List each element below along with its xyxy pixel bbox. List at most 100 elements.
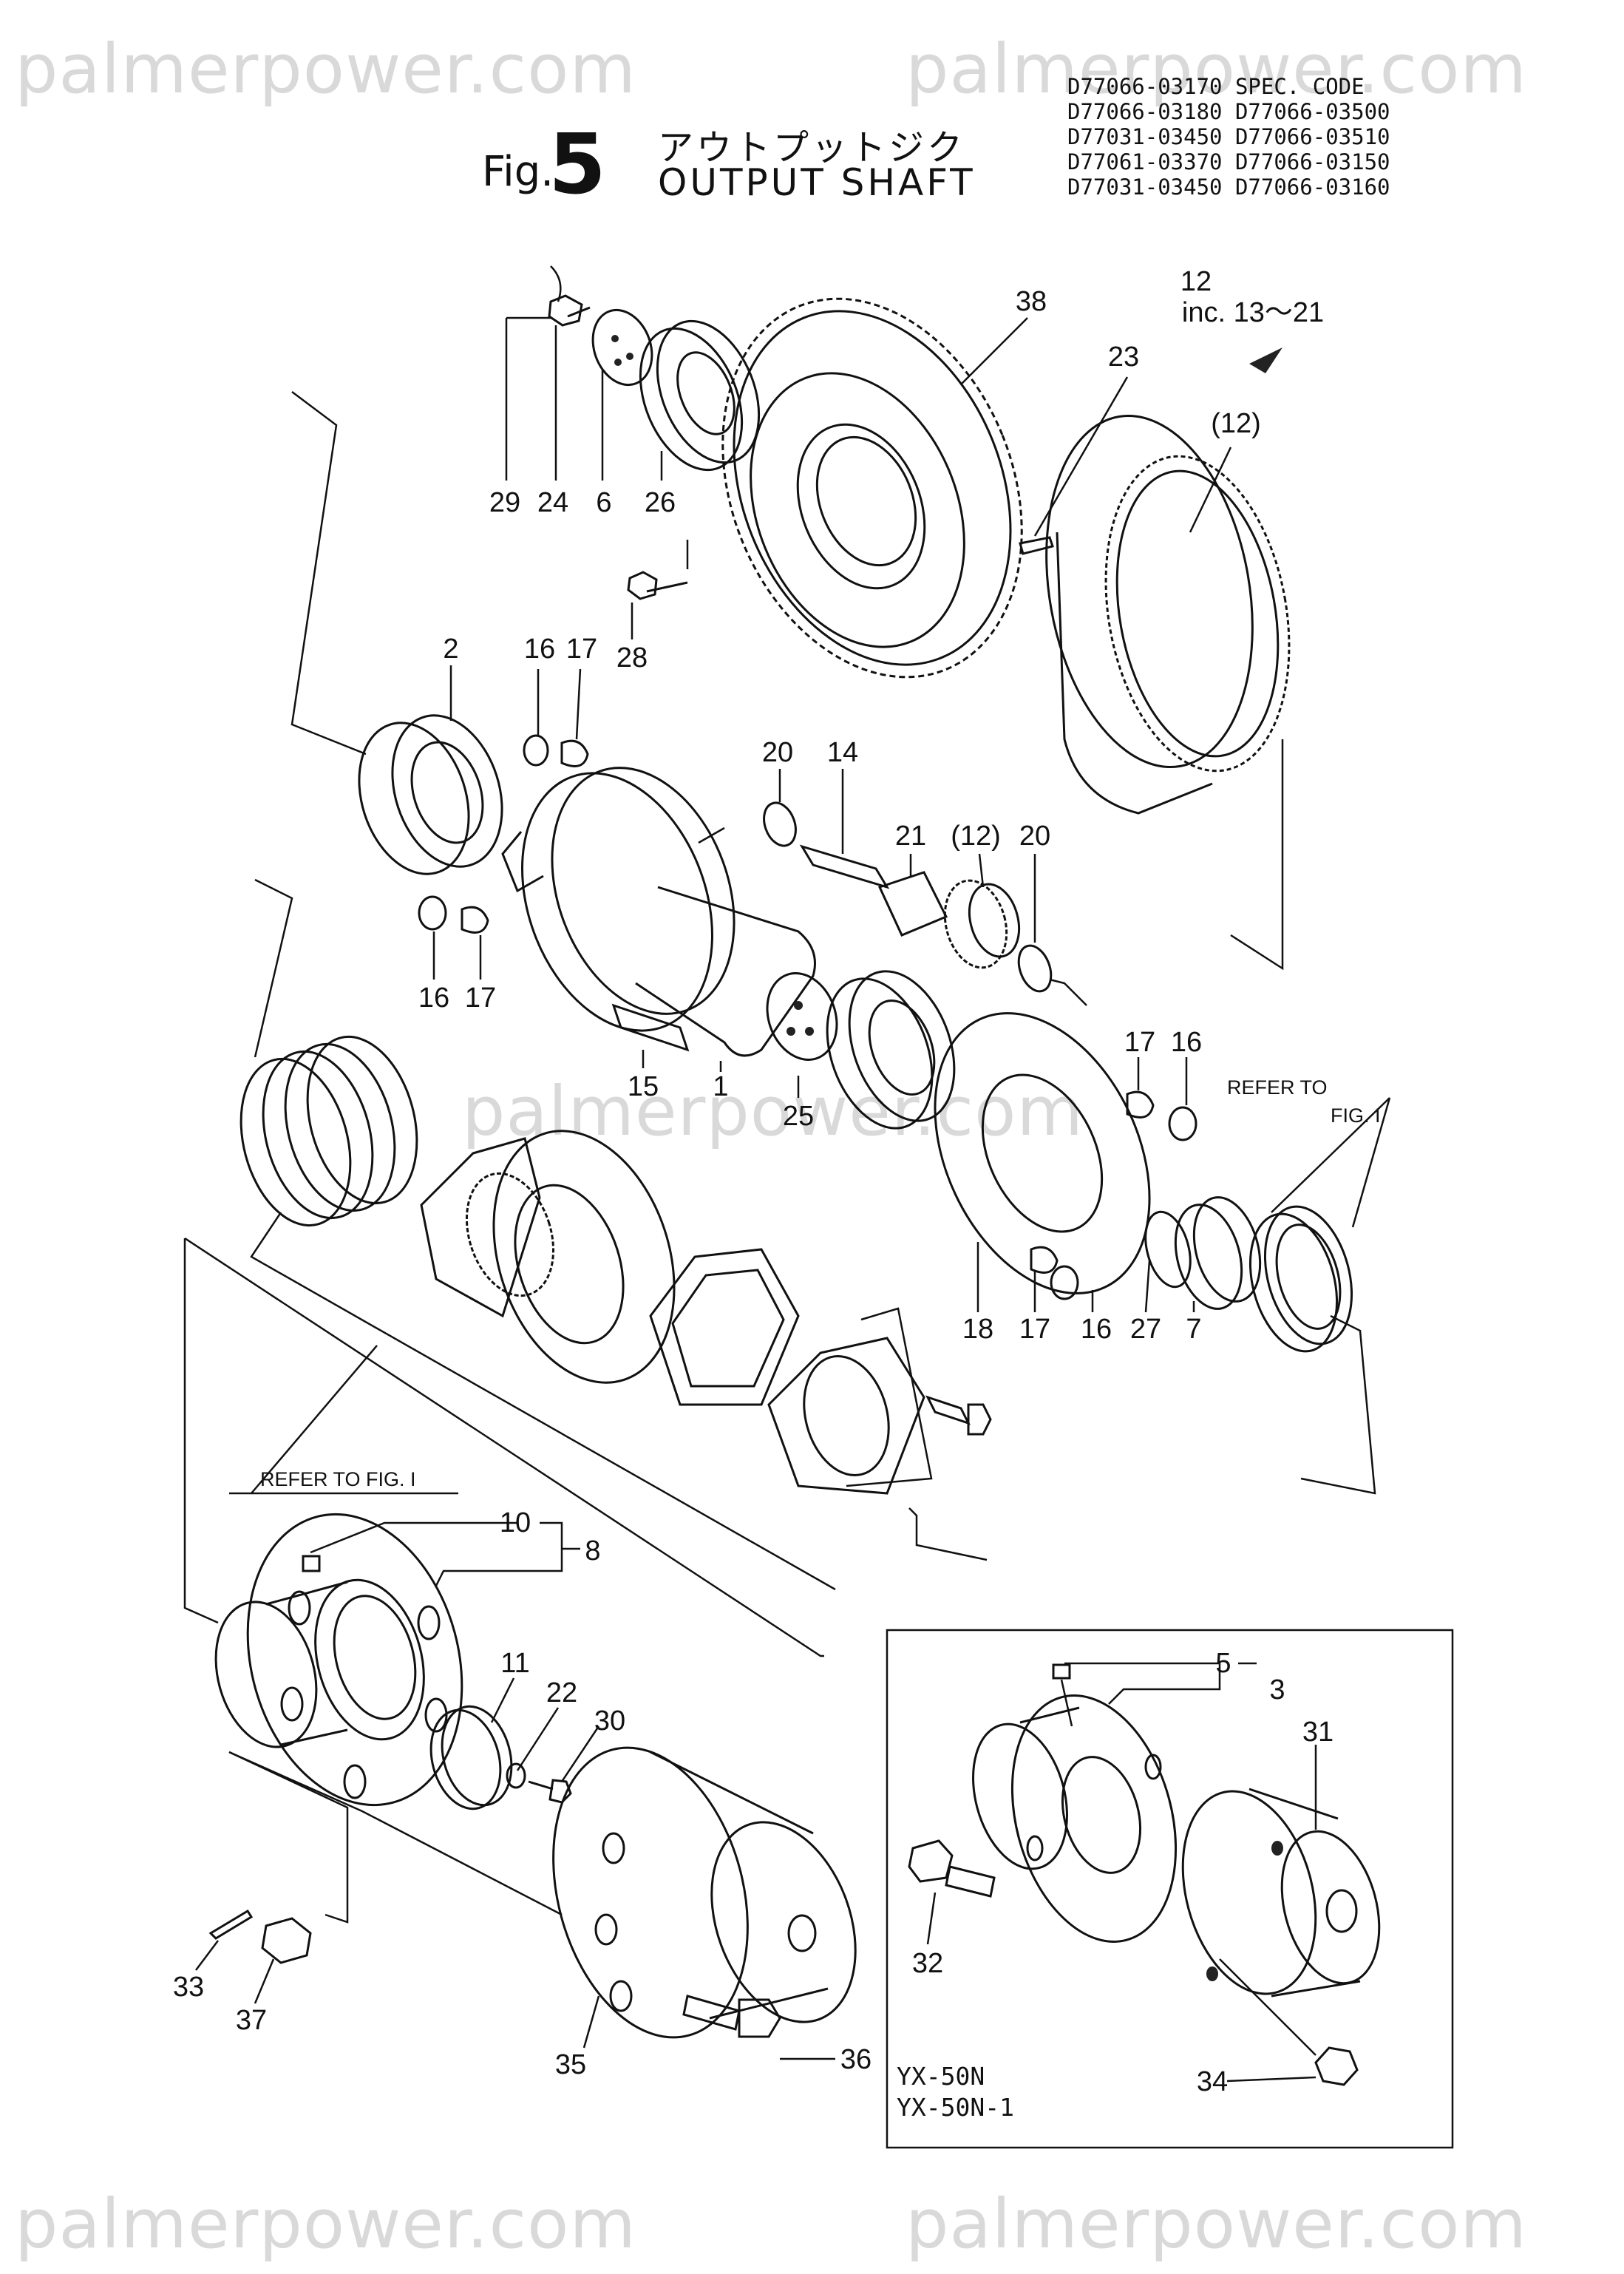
bolt-32 xyxy=(908,1839,996,1898)
callout-24: 24 xyxy=(537,487,568,518)
coupling-flange-3 xyxy=(972,1694,1178,1943)
callout-17b: 17 xyxy=(465,982,496,1014)
watermark-top-left: palmerpower.com xyxy=(15,30,637,109)
callout-22: 22 xyxy=(546,1677,577,1708)
callout-20b: 20 xyxy=(1019,821,1050,852)
refer-note-upper-line2: FIG. I xyxy=(1331,1104,1381,1127)
callout-17d: 17 xyxy=(1019,1314,1050,1345)
callout-7: 7 xyxy=(1186,1314,1201,1345)
castle-nut-37 xyxy=(261,1917,312,1964)
callout-30: 30 xyxy=(594,1706,625,1737)
bolt-24 xyxy=(548,265,591,327)
callout-3: 3 xyxy=(1269,1674,1285,1706)
callout-18: 18 xyxy=(962,1314,993,1345)
washer-20-bottom xyxy=(1017,944,1053,993)
grease-nipple-10 xyxy=(302,1555,321,1572)
cotter-pin-33 xyxy=(208,1909,254,1940)
seal-spring xyxy=(239,1035,418,1227)
nut-washer-16-17-right-top xyxy=(1126,1090,1197,1141)
callout-17c: 17 xyxy=(1124,1027,1155,1058)
spec-code-line: D77066-03180 D77066-03500 xyxy=(1067,99,1390,124)
washer-20-top xyxy=(763,801,797,847)
callout-34: 34 xyxy=(1197,2066,1228,2097)
hub-drum-35 xyxy=(552,1746,857,2039)
watermark-bottom-right: palmerpower.com xyxy=(906,2185,1528,2264)
hub-31 xyxy=(1181,1788,1381,1998)
washer-22 xyxy=(506,1762,526,1789)
bolt-28 xyxy=(627,540,689,600)
callout-25: 25 xyxy=(783,1101,814,1132)
callout-27: 27 xyxy=(1130,1314,1161,1345)
seal-retainer xyxy=(767,1337,925,1495)
pin-23 xyxy=(1019,536,1054,555)
plate-6 xyxy=(591,308,653,387)
carrier-plate-18 xyxy=(934,1012,1151,1294)
callout-26: 26 xyxy=(645,487,676,518)
nut-washer-16-17-top xyxy=(523,734,589,767)
callout-20a: 20 xyxy=(762,737,793,768)
gasket xyxy=(649,1248,800,1406)
callout-12: 12 xyxy=(1180,266,1212,297)
nut-34 xyxy=(1314,2046,1359,2086)
callout-31: 31 xyxy=(1302,1717,1333,1748)
callout-28: 28 xyxy=(616,642,648,673)
bearing-25 xyxy=(826,970,956,1130)
arrow-marker xyxy=(1249,347,1282,373)
figure-number: 5 xyxy=(548,117,606,213)
stud-15 xyxy=(611,1003,690,1052)
needle-roller-21 xyxy=(877,871,948,937)
watermark-center: palmerpower.com xyxy=(462,1072,1084,1151)
pinion-shaft-14 xyxy=(799,844,890,889)
watermark-top-right: palmerpower.com xyxy=(906,30,1528,109)
plate-11 xyxy=(429,1705,513,1810)
retainer-bolt xyxy=(925,1395,992,1436)
oil-seal xyxy=(1248,1205,1353,1353)
watermark-bottom-left: palmerpower.com xyxy=(15,2185,637,2264)
callout-10: 10 xyxy=(500,1507,531,1538)
callout-6: 6 xyxy=(596,487,611,518)
coupling-flange-8 xyxy=(214,1513,463,1807)
spec-code-line: D77066-03170 SPEC. CODE xyxy=(1067,74,1365,99)
bolt-36 xyxy=(682,1995,781,2038)
output-shaft-1 xyxy=(501,767,838,1061)
callout-29: 29 xyxy=(489,487,520,518)
callout-16a: 16 xyxy=(524,634,555,665)
callout-33: 33 xyxy=(173,1972,204,2003)
callout-11: 11 xyxy=(500,1648,529,1679)
callout-35: 35 xyxy=(555,2049,586,2080)
variant-label-1: YX-50N xyxy=(897,2062,985,2091)
variant-label-2: YX-50N-1 xyxy=(897,2093,1014,2122)
o-ring-27 xyxy=(1144,1210,1192,1289)
spec-code-line: D77031-03450 D77066-03160 xyxy=(1067,174,1390,200)
refer-note-lower: REFER TO FIG. I xyxy=(260,1468,416,1490)
bearing-26 xyxy=(639,319,761,472)
callout-36: 36 xyxy=(840,2044,872,2075)
callout-38: 38 xyxy=(1016,286,1047,317)
callout-16d: 16 xyxy=(1081,1314,1112,1345)
callout-32: 32 xyxy=(912,1948,943,1979)
bearing-2 xyxy=(358,714,503,875)
callout-16c: 16 xyxy=(1171,1027,1202,1058)
callout-23: 23 xyxy=(1108,342,1139,373)
callout-37: 37 xyxy=(236,2005,267,2036)
callout-1: 1 xyxy=(713,1071,728,1102)
callout-12-includes: inc. 13～21 xyxy=(1182,297,1324,328)
nut-washer-16-17-left xyxy=(418,895,489,934)
figure-prefix: Fig. xyxy=(482,148,554,196)
callout-14: 14 xyxy=(827,737,858,768)
bushing-7 xyxy=(1174,1196,1262,1310)
callout-15: 15 xyxy=(628,1071,659,1102)
spec-code-list: D77066-03170 SPEC. CODE D77066-03180 D77… xyxy=(1067,74,1390,200)
refer-note-upper-line1: REFER TO xyxy=(1227,1076,1328,1099)
grease-nipple-5 xyxy=(1052,1663,1071,1680)
callout-21: 21 xyxy=(895,821,926,852)
pinion-gear-12 xyxy=(943,879,1021,969)
callout-2: 2 xyxy=(443,634,458,665)
spec-code-line: D77061-03370 D77066-03150 xyxy=(1067,149,1390,174)
callout-8: 8 xyxy=(585,1535,600,1567)
ring-gear-38 xyxy=(721,297,1023,679)
callout-16b: 16 xyxy=(418,982,449,1014)
callout-12-paren: (12) xyxy=(1211,408,1261,439)
nut-washer-16-17-right-bottom xyxy=(1030,1246,1079,1300)
